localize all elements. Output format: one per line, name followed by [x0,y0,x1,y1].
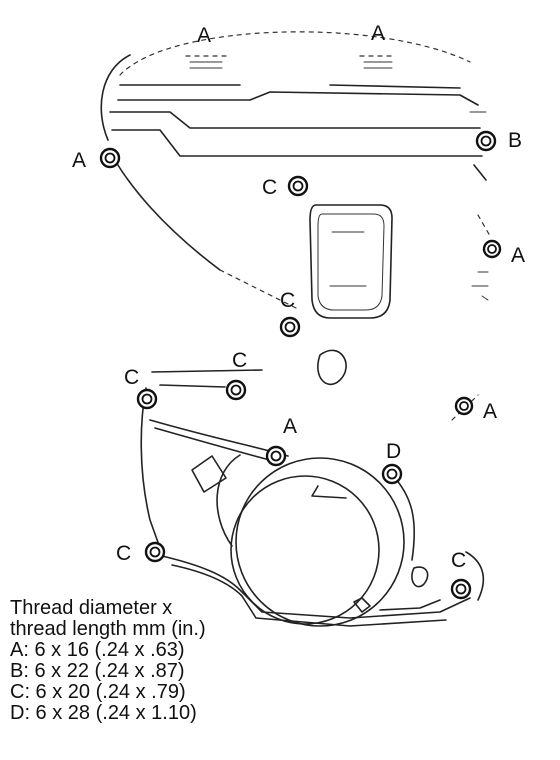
legend-item-a: A: 6 x 16 (.24 x .63) [10,639,185,661]
bolt-middle-c [279,316,301,338]
legend-item-b: B: 6 x 22 (.24 x .87) [10,660,185,682]
callout-top-right-a: A [371,22,385,45]
legend-heading-line1: Thread diameter x [10,597,173,619]
callout-left-center-c: C [232,349,247,372]
bolt-bottom-right-c [450,578,472,600]
callout-bottom-right-c: C [451,549,466,572]
bolt-lower-d [381,463,403,485]
callout-right-a: A [511,244,525,267]
legend-item-c: C: 6 x 20 (.24 x .79) [10,681,186,703]
callout-upper-left-a: A [72,149,86,172]
thread-spec-legend: Thread diameter x thread length mm (in.)… [10,598,206,724]
callout-upper-center-c: C [262,176,277,199]
bolts [99,130,502,600]
callout-middle-c: C [280,289,295,312]
bolt-right-a [482,239,502,259]
bolt-left-center-c [225,379,247,401]
callout-mid-right-a: A [483,400,497,423]
callout-lower-d: D [386,440,401,463]
bolt-bottom-left-c [144,541,166,563]
callout-left-c: C [124,366,139,389]
bolt-left-c [136,388,158,410]
upper-cover [100,31,491,386]
callout-labels: A A A B C A C C C A A D C C [72,22,525,572]
lower-cover [140,369,484,627]
callout-top-left-a: A [197,24,211,47]
legend-heading-line2: thread length mm (in.) [10,618,206,640]
legend-item-d: D: 6 x 28 (.24 x 1.10) [10,702,197,724]
callout-upper-right-b: B [508,129,522,152]
bolt-mid-right-a [454,396,474,416]
bolt-lower-a [265,445,287,467]
bolt-upper-left-a [99,147,121,169]
callout-bottom-left-c: C [116,542,131,565]
callout-lower-a: A [283,415,297,438]
bolt-upper-right-b [475,130,497,152]
bolt-upper-center-c [287,175,309,197]
